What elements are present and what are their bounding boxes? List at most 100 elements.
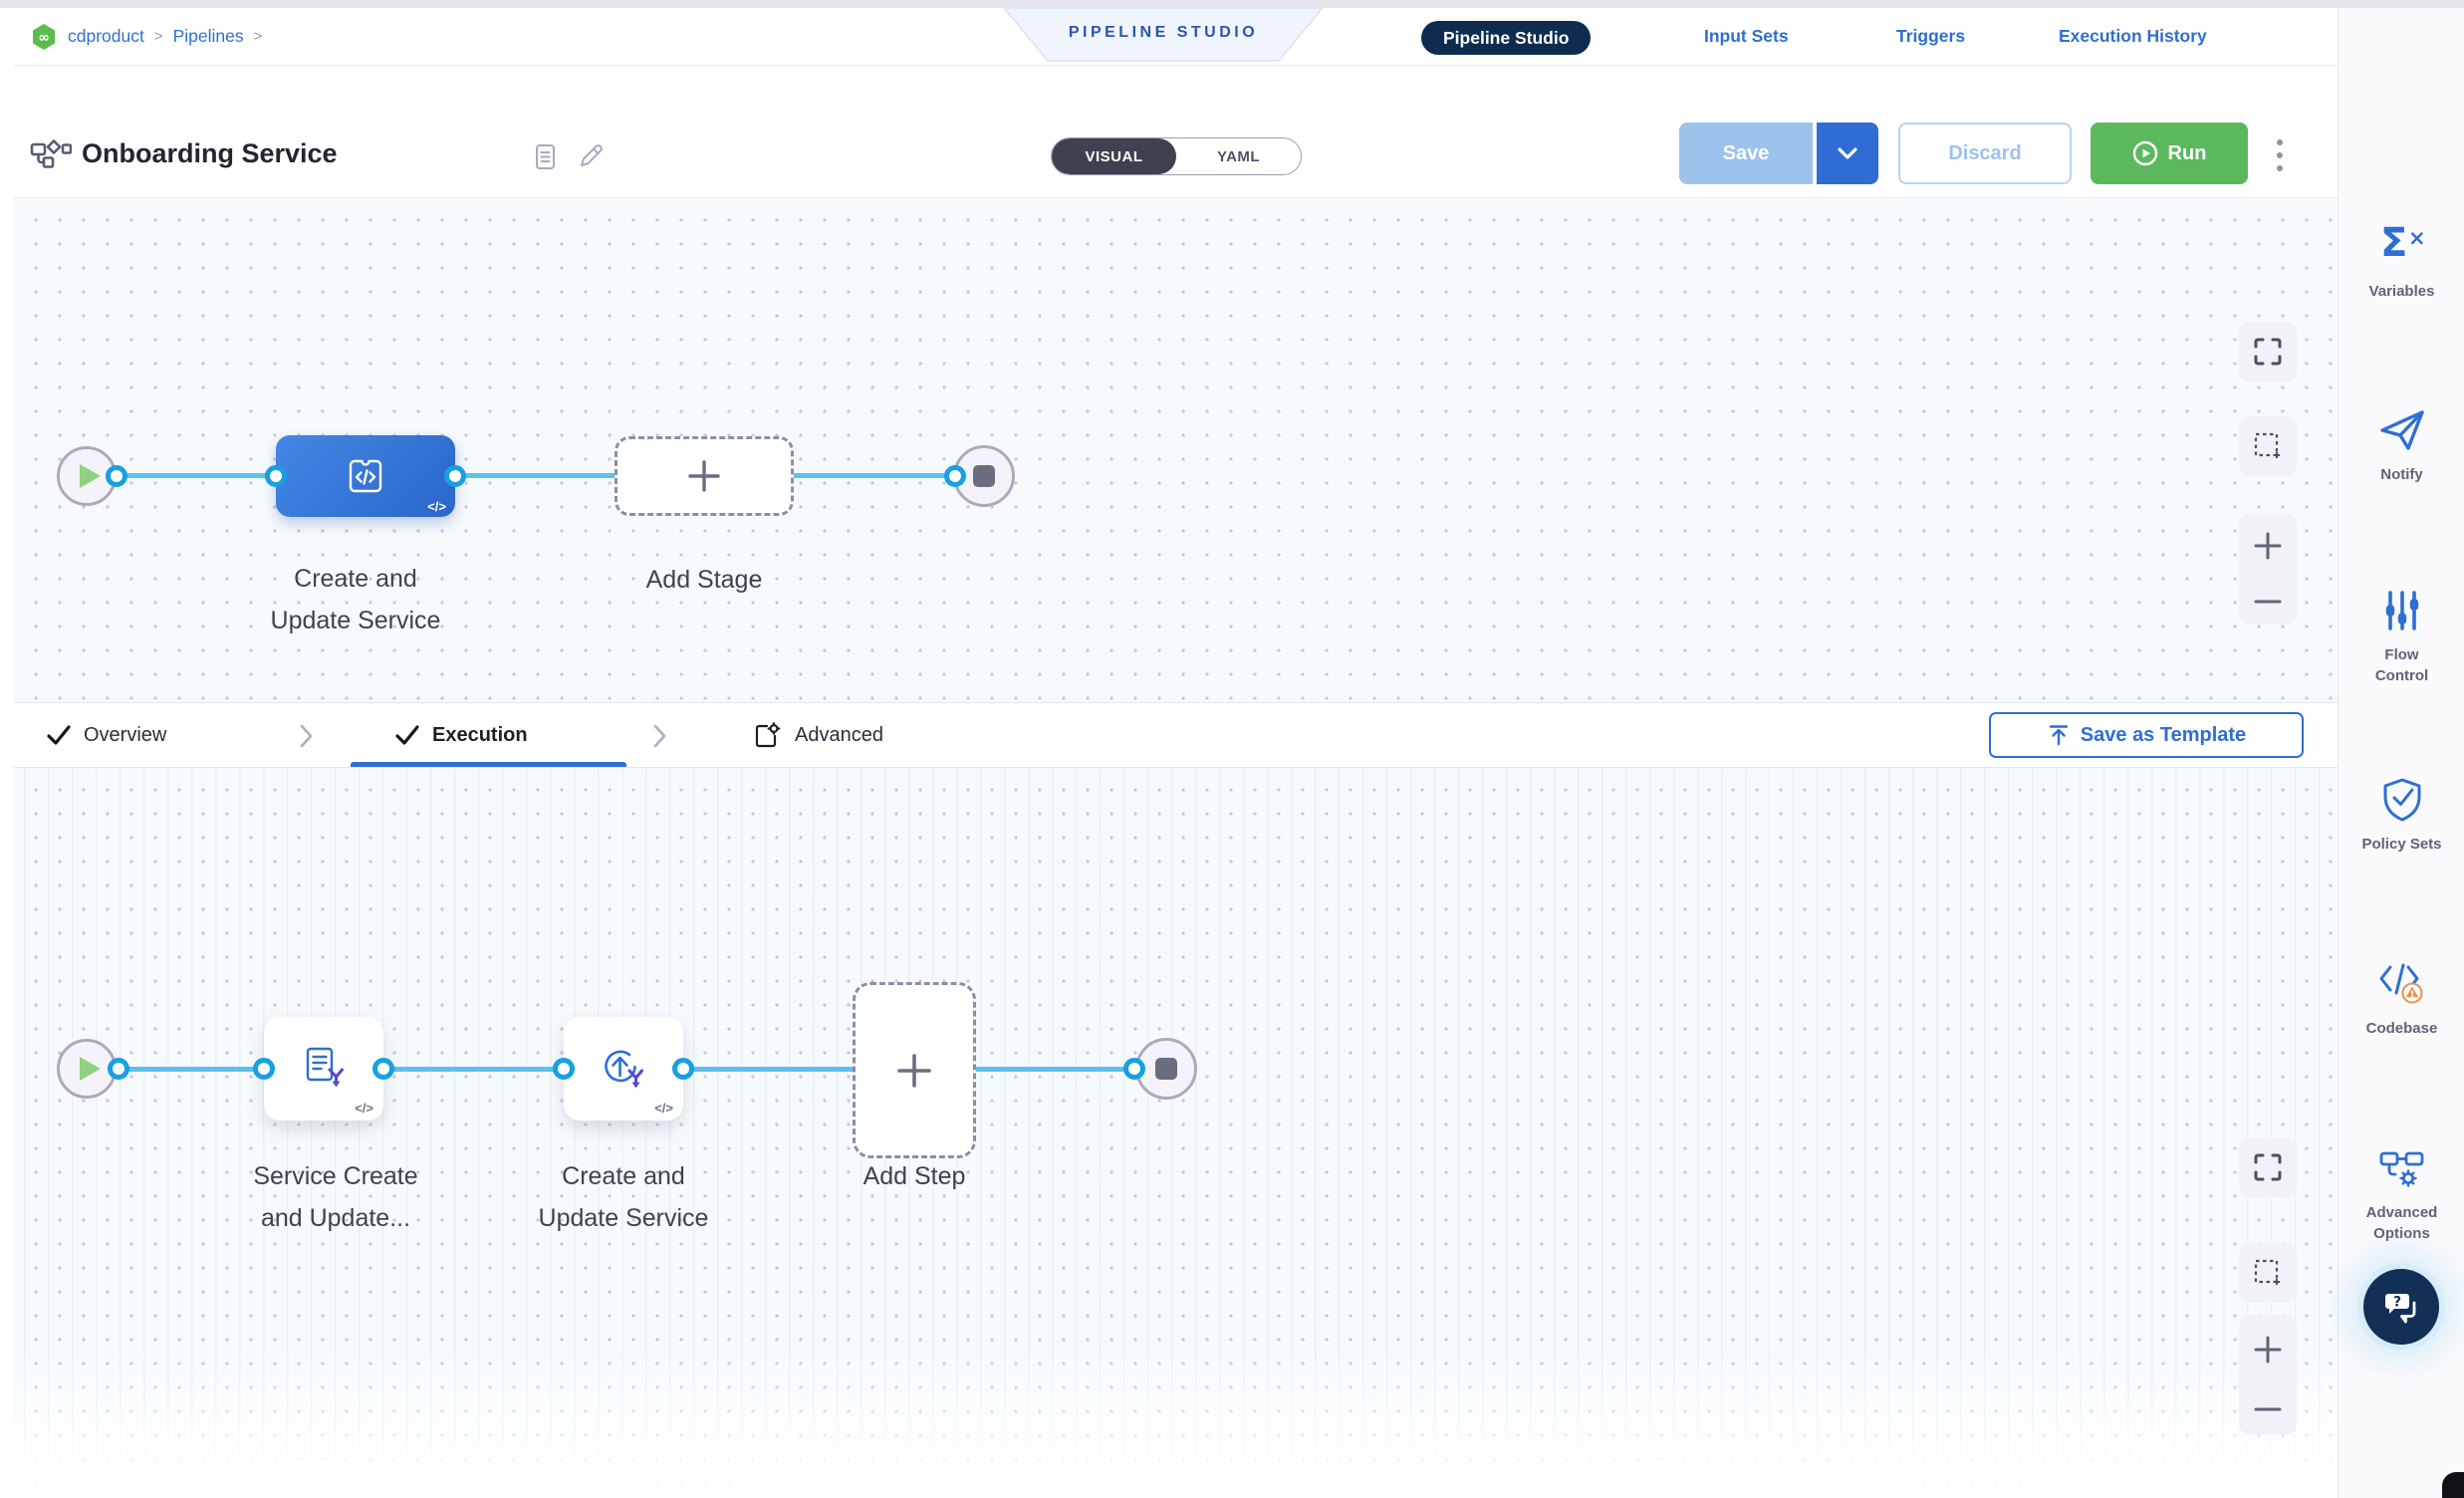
stop-square-icon [973, 465, 995, 487]
toggle-yaml[interactable]: YAML [1216, 147, 1261, 165]
rail-item-codebase[interactable]: Codebase [2339, 962, 2464, 1039]
run-label: Run [2167, 141, 2207, 164]
step1-label: Service Create and Update... [253, 1162, 418, 1232]
marquee-select-icon [2254, 432, 2280, 458]
tab-advanced[interactable]: Advanced [795, 723, 883, 746]
save-button[interactable]: Save [1679, 123, 1813, 184]
connector-dot[interactable] [1123, 1058, 1145, 1080]
tab-input-sets[interactable]: Input Sets [1704, 26, 1789, 46]
stage-config-tabs: Overview Execution Advanced [14, 702, 2338, 768]
stage-code-badge: </> [427, 499, 446, 514]
step-code-badge: </> [355, 1101, 373, 1116]
rail-label: Policy Sets [2361, 836, 2442, 853]
connector-dot[interactable] [106, 465, 127, 487]
tab-execution[interactable]: Execution [432, 723, 528, 746]
tab-execution-history[interactable]: Execution History [2059, 26, 2207, 46]
svg-text:?: ? [2393, 1295, 2401, 1311]
breadcrumb-project-link[interactable]: cdproduct [68, 26, 144, 46]
step-node-service-create-update[interactable]: </> [264, 1017, 383, 1121]
save-as-template-button[interactable]: Save as Template [1989, 712, 2304, 758]
zoom-in-button[interactable] [2253, 1335, 2283, 1365]
chevron-down-icon [1837, 146, 1858, 160]
notify-paper-plane-icon [2376, 406, 2428, 454]
step-code-badge: </> [654, 1101, 673, 1116]
rail-item-flow-control[interactable]: Flow Control [2339, 590, 2464, 686]
canvas-fullscreen-button[interactable] [2239, 1137, 2297, 1197]
policy-shield-check-icon [2381, 777, 2423, 823]
zoom-out-button[interactable] [2253, 596, 2283, 608]
studio-banner-label: PIPELINE STUDIO [1068, 24, 1259, 41]
canvas-zoom-controls [2239, 1315, 2297, 1434]
connector-dot[interactable] [672, 1058, 694, 1080]
stage-label: Create and Update Service [270, 565, 441, 634]
add-step-button[interactable] [853, 982, 976, 1158]
description-doc-icon[interactable] [535, 143, 556, 170]
connector-dot[interactable] [944, 465, 966, 487]
breadcrumb-pipelines-link[interactable]: Pipelines [172, 26, 244, 46]
step2-label: Create and Update Service [538, 1162, 709, 1232]
connector-dot[interactable] [444, 465, 466, 487]
rail-item-policy-sets[interactable]: Policy Sets [2339, 777, 2464, 855]
zoom-out-button[interactable] [2253, 1403, 2283, 1415]
bottom-right-corner-widget [2442, 1472, 2464, 1498]
stage-node-create-and-update-service[interactable]: </> [276, 435, 455, 517]
breadcrumb-separator: > [153, 28, 163, 45]
marquee-select-icon [2254, 1259, 2280, 1285]
toggle-visual[interactable]: VISUAL [1052, 138, 1176, 174]
tab-pipeline-studio[interactable]: Pipeline Studio [1421, 21, 1592, 55]
help-chat-button[interactable]: ? [2363, 1269, 2439, 1345]
stage-edge-line [117, 473, 948, 478]
edit-pencil-icon[interactable] [578, 142, 605, 169]
check-icon [46, 723, 72, 747]
rail-label: Advanced Options [2365, 1204, 2438, 1242]
connector-dot[interactable] [265, 465, 287, 487]
rail-item-advanced-options[interactable]: Advanced Options [2339, 1149, 2464, 1244]
fullscreen-icon [2254, 338, 2282, 366]
add-stage-button[interactable] [615, 436, 794, 516]
canvas-marquee-select-button[interactable] [2239, 1243, 2297, 1303]
canvas-zoom-controls [2239, 513, 2297, 624]
connector-dot[interactable] [553, 1058, 575, 1080]
connector-dot[interactable] [253, 1058, 275, 1080]
rail-item-notify[interactable]: Notify [2339, 406, 2464, 485]
discard-button[interactable]: Discard [1898, 123, 2072, 184]
codebase-code-warning-icon [2377, 962, 2427, 1006]
connector-dot[interactable] [108, 1058, 129, 1080]
plus-icon [894, 1051, 934, 1091]
check-icon [394, 723, 420, 747]
svg-text:Σ: Σ [2380, 220, 2407, 265]
rail-label: Codebase [2365, 1020, 2438, 1037]
execution-end-node [1135, 1038, 1197, 1100]
toolbar: Onboarding Service VISUAL YAML Save [14, 66, 2338, 198]
advanced-options-pipeline-gear-icon [2379, 1149, 2425, 1189]
start-play-icon [79, 464, 101, 488]
step-node-create-update-service[interactable]: </> [564, 1017, 683, 1121]
tab-triggers[interactable]: Triggers [1896, 26, 1966, 46]
deploy-stage-icon [342, 452, 389, 500]
save-dropdown-button[interactable] [1815, 123, 1878, 184]
rail-label: Flow Control [2374, 646, 2429, 684]
svg-text:∞: ∞ [38, 30, 50, 46]
breadcrumb-separator: > [253, 28, 263, 45]
canvas-marquee-select-button[interactable] [2239, 416, 2297, 476]
add-step-label: Add Step [862, 1162, 966, 1190]
run-button[interactable]: Run [2091, 123, 2248, 184]
more-options-kebab-icon[interactable] [2267, 129, 2293, 181]
canvas-bottom-fade [14, 1349, 2338, 1498]
window-top-strip [0, 0, 2464, 8]
chat-question-icon: ? [2380, 1286, 2422, 1328]
start-play-icon [79, 1057, 101, 1081]
zoom-in-button[interactable] [2253, 531, 2283, 561]
terraform-script-step-icon [299, 1045, 349, 1093]
rail-item-variables[interactable]: Σ × Variables [2339, 219, 2464, 302]
chevron-right-icon [653, 724, 667, 748]
advanced-settings-icon [753, 722, 781, 750]
connector-dot[interactable] [372, 1058, 394, 1080]
tab-overview[interactable]: Overview [84, 723, 167, 746]
canvas-fullscreen-button[interactable] [2239, 322, 2297, 381]
stop-square-icon [1155, 1058, 1177, 1080]
rail-label: Variables [2368, 283, 2435, 300]
studio-banner-ribbon [1003, 8, 1324, 62]
rail-label: Notify [2380, 466, 2423, 483]
